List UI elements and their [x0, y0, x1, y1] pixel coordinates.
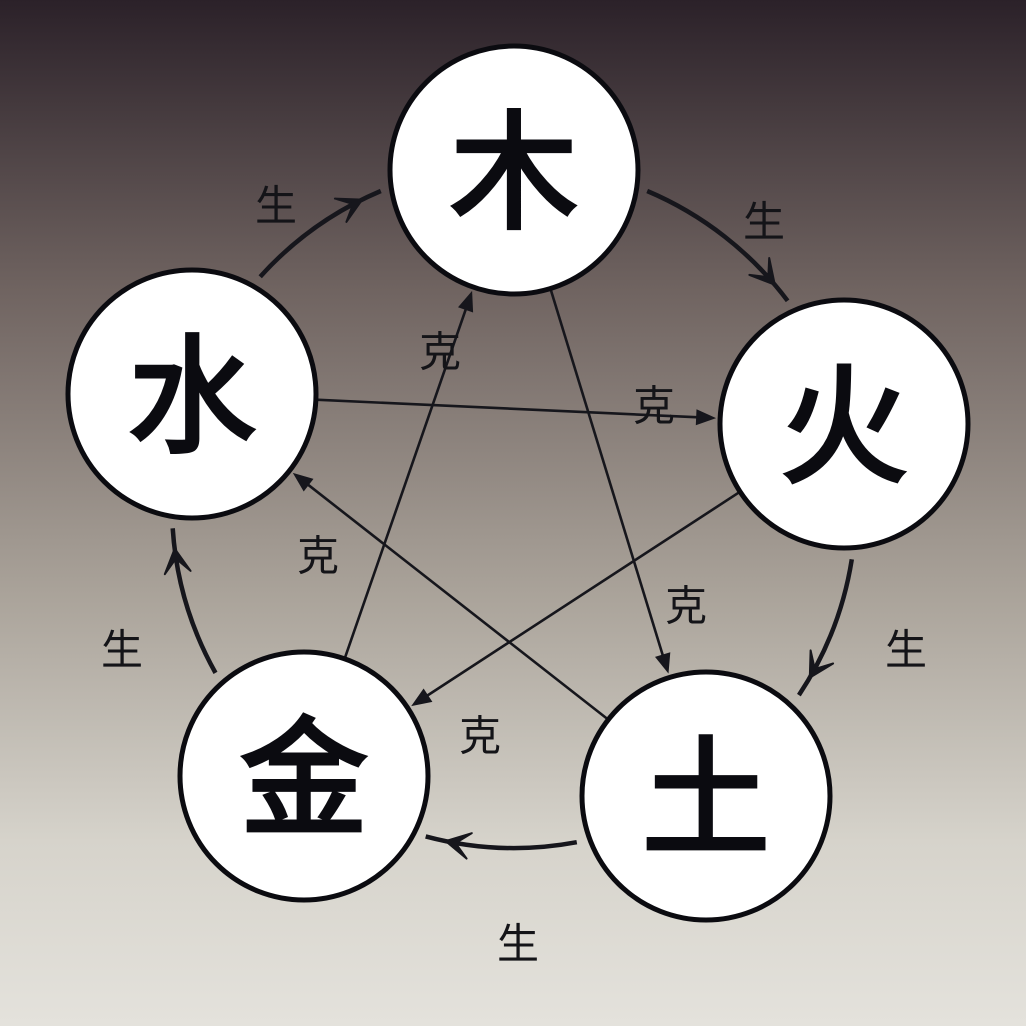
generating-label: 生 [743, 198, 785, 247]
generating-ring [163, 188, 855, 860]
node-fire-label: 火 [780, 354, 908, 503]
generating-arrowhead [808, 649, 835, 679]
controlling-arrowhead [458, 290, 474, 313]
node-fire-circle [717, 297, 971, 551]
controlling-arrowhead [411, 688, 433, 707]
generating-arc [797, 558, 855, 697]
controlling-line [301, 479, 610, 721]
controlling-label: 克 [459, 712, 501, 761]
controlling-label: 克 [297, 532, 339, 581]
controlling-label: 克 [419, 328, 461, 377]
node-water: 水 [65, 267, 319, 521]
controlling-label: 克 [633, 382, 675, 431]
generating-arrowhead [748, 257, 776, 286]
node-earth-circle [579, 669, 833, 923]
generating-arrowhead [333, 197, 364, 223]
generating-arrowhead [163, 547, 192, 576]
controlling-label: 克 [665, 582, 707, 631]
controlling-line [343, 301, 470, 660]
controlling-arrowhead [292, 472, 314, 492]
node-wood-label: 木 [450, 100, 578, 249]
generating-label: 生 [885, 626, 927, 675]
node-earth: 土 [579, 669, 833, 923]
controlling-star [292, 288, 741, 721]
generating-labels: 生 生 生 生 生 [101, 182, 927, 969]
controlling-arrowhead [695, 409, 717, 426]
node-metal-label: 金 [239, 706, 369, 855]
node-metal: 金 [177, 649, 431, 903]
controlling-line [549, 288, 667, 663]
node-water-label: 水 [128, 324, 257, 473]
node-metal-circle [177, 649, 431, 903]
controlling-arrowhead [655, 652, 671, 674]
node-wood: 木 [387, 43, 641, 297]
node-fire: 火 [717, 297, 971, 551]
controlling-line [315, 398, 705, 419]
controlling-line [420, 490, 741, 701]
generating-arc [170, 528, 218, 674]
generating-arc [258, 188, 382, 279]
generating-label: 生 [255, 182, 297, 231]
generating-arrowhead [444, 832, 473, 860]
controlling-labels: 克 克 克 克 克 [297, 328, 707, 761]
generating-label: 生 [101, 626, 143, 675]
node-earth-label: 土 [642, 726, 770, 875]
node-water-circle [65, 267, 319, 521]
node-wood-circle [387, 43, 641, 297]
element-nodes: 木 火 土 金 水 [65, 43, 971, 923]
generating-arc [425, 834, 578, 851]
generating-label: 生 [497, 920, 539, 969]
